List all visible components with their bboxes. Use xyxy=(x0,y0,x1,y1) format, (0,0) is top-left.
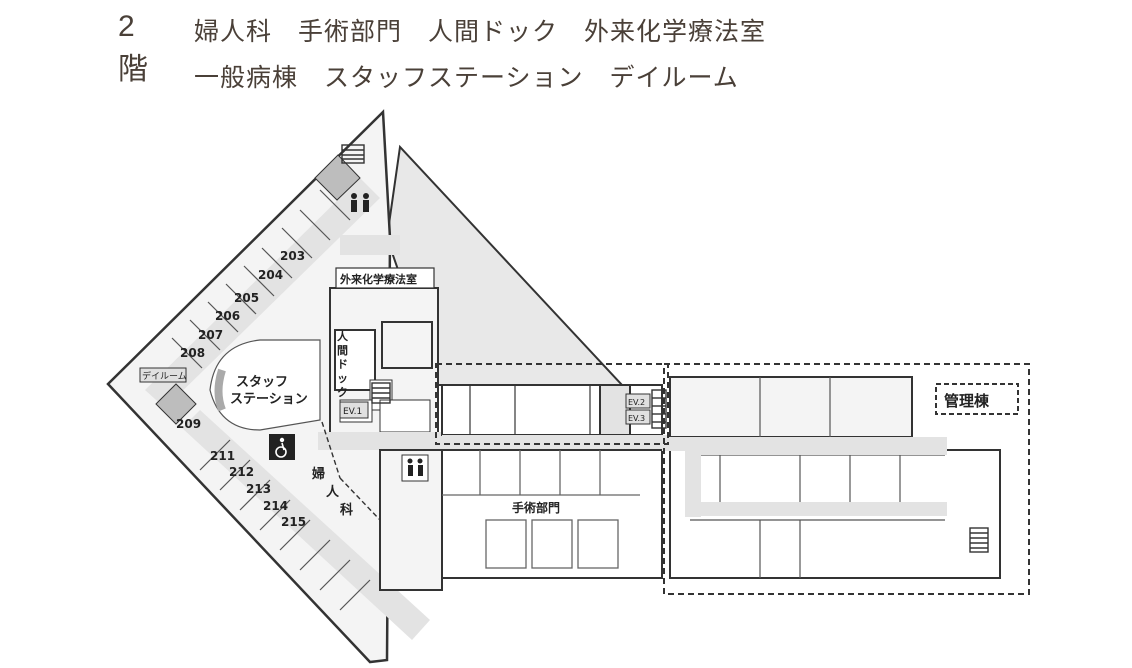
stairs-icon xyxy=(651,389,667,429)
room-number: 207 xyxy=(198,328,223,342)
facility-chemotherapy: 外来化学療法室 xyxy=(584,17,767,46)
room-number: 214 xyxy=(263,499,288,513)
restroom-icon xyxy=(401,454,429,482)
stairs-icon xyxy=(341,144,365,164)
room-number: 208 xyxy=(180,346,205,360)
facility-dayroom: デイルーム xyxy=(609,63,739,92)
elevator-icon: EV.1 xyxy=(339,401,369,419)
connector-block xyxy=(441,384,663,436)
room-number: 206 xyxy=(215,309,240,323)
dayroom-label: デイルーム xyxy=(142,370,187,382)
stairs-icon xyxy=(969,527,989,553)
room-number: 209 xyxy=(176,417,201,431)
gynecology-label: 婦人科 xyxy=(311,466,353,518)
ev2-label: EV.2 xyxy=(628,398,645,407)
surgery-label: 手術部門 xyxy=(512,500,560,515)
facility-list-line-2: 一般病棟スタッフステーションデイルーム xyxy=(194,58,765,94)
staff-station-label-2: ステーション xyxy=(230,392,308,407)
main-corridor xyxy=(318,432,442,450)
admin-building-label: 管理棟 xyxy=(944,392,990,410)
ev3-label: EV.3 xyxy=(628,414,645,423)
facility-list-line-1: 婦人科手術部門人間ドック外来化学療法室 xyxy=(194,12,792,48)
wheelchair-icon xyxy=(269,434,295,460)
room-number: 204 xyxy=(258,268,283,282)
east-wing xyxy=(662,376,1001,579)
restroom-icon xyxy=(351,193,369,212)
room-number: 205 xyxy=(234,291,259,305)
health-checkup-label: 人間ドック xyxy=(337,329,349,399)
ev1-label: EV.1 xyxy=(343,407,362,417)
surgery-block xyxy=(379,449,663,591)
room-number: 215 xyxy=(281,515,306,529)
facility-gynecology: 婦人科 xyxy=(194,17,273,46)
facility-general-ward: 一般病棟 xyxy=(194,63,299,92)
facility-staff-station: スタッフステーション xyxy=(324,63,584,92)
facility-health-checkup: 人間ドック xyxy=(428,17,559,46)
room-number: 213 xyxy=(246,482,271,496)
dashed-zone-admin xyxy=(663,363,1030,595)
staff-station-label-1: スタッフ xyxy=(236,375,288,390)
admin-label-box xyxy=(935,383,1019,415)
chemo-room-label: 外来化学療法室 xyxy=(339,272,417,286)
room-number: 211 xyxy=(210,449,235,463)
floor-number: 2階 xyxy=(118,10,148,86)
stairs-icon xyxy=(371,382,391,404)
west-wing xyxy=(106,109,430,664)
room-number: 203 xyxy=(280,249,305,263)
facility-surgery: 手術部門 xyxy=(298,17,403,46)
dashed-zone-connector xyxy=(435,363,669,445)
room-number: 212 xyxy=(229,465,254,479)
elevator-icon: EV.2 EV.3 xyxy=(625,393,651,425)
